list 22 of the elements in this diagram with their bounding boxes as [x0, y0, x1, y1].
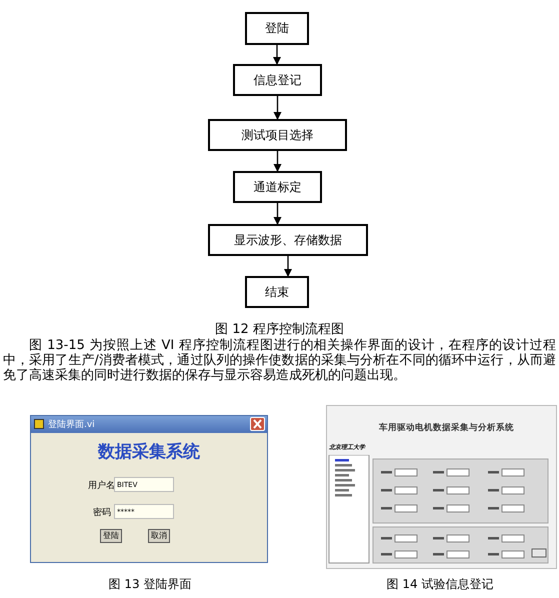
field-label: 密码 [93, 506, 111, 519]
app-title: 车用驱动电机数据采集与分析系统 [379, 422, 514, 434]
button: 取消 [148, 529, 170, 543]
process-box: 通道标定 [233, 171, 322, 203]
window-title: 登陆界面.vi [48, 418, 95, 431]
app-title: 数据采集系统 [96, 441, 201, 463]
process-box: 登陆 [245, 12, 309, 45]
figure-caption: 图 13 登陆界面 [108, 576, 192, 593]
field-label: 用户名 [88, 480, 115, 492]
process-box: 结束 [245, 276, 309, 308]
process-box: 显示波形、存储数据 [208, 224, 368, 256]
figure-caption: 图 14 试验信息登记 [386, 576, 494, 593]
arrow [274, 203, 282, 225]
process-box: 信息登记 [233, 64, 322, 96]
figure-caption: 图 12 程序控制流程图 [214, 321, 345, 338]
button: 登陆 [100, 529, 122, 543]
arrow [273, 45, 281, 65]
process-box: 测试项目选择 [208, 119, 347, 151]
arrow [274, 96, 282, 120]
arrow [274, 151, 282, 172]
arrow [284, 256, 292, 277]
paragraph: 图 13-15 为按照上述 VI 程序控制流程图进行的相关操作界面的设计，在程序的设计过程中，采用了生产/消费者模式，通过队列的操作使数据的采集与分析在不同的循环中运行，从而避免了高速采集的同时进行数据的保存与显示容易造成死机的问题出现。 [3, 338, 556, 383]
